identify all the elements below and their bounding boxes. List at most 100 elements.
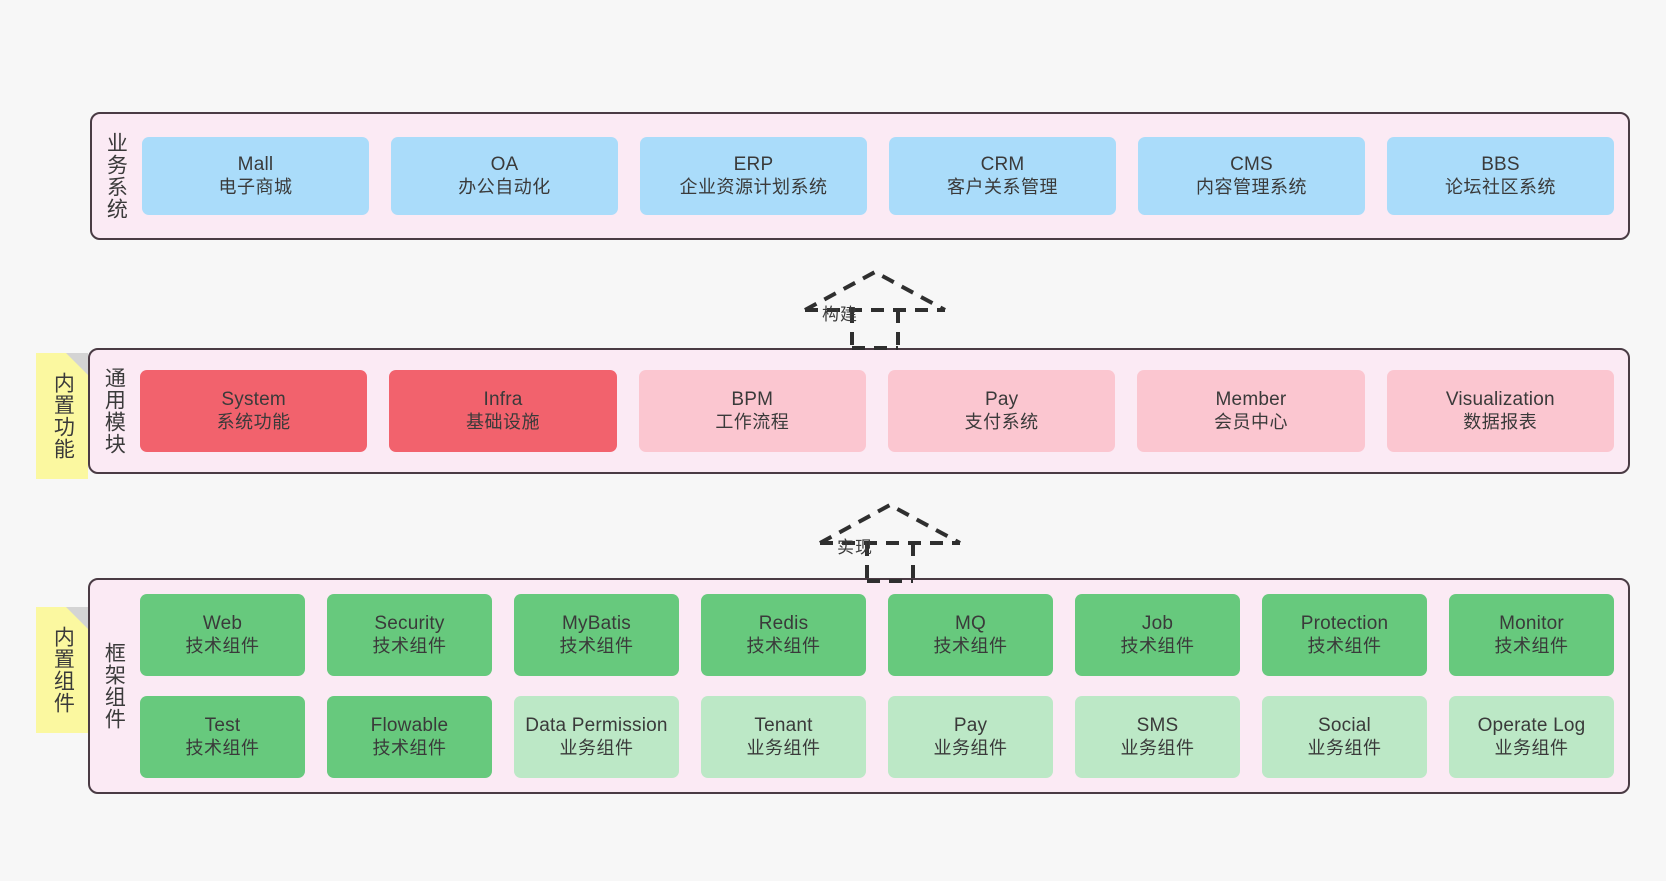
card-tenant[interactable]: Tenant 业务组件: [701, 696, 866, 778]
layer-title-business-systems: 业务系统: [104, 132, 128, 220]
connector-build: 构建: [760, 262, 950, 350]
card-mall[interactable]: Mall 电子商城: [142, 137, 369, 215]
build-arrow-icon: [804, 269, 946, 350]
card-pay-module[interactable]: Pay 支付系统: [887, 370, 1116, 452]
card-monitor[interactable]: Monitor 技术组件: [1449, 594, 1614, 676]
card-bpm-subtitle: 工作流程: [715, 411, 790, 432]
connector-implement-label: 实现: [837, 538, 873, 557]
card-protection-title: Protection: [1300, 613, 1389, 635]
card-redis-subtitle: 技术组件: [746, 635, 821, 656]
card-protection[interactable]: Protection 技术组件: [1262, 594, 1427, 676]
framework-components-row-2: Test 技术组件 Flowable 技术组件 Data Permission …: [140, 696, 1614, 778]
card-erp[interactable]: ERP 企业资源计划系统: [640, 137, 867, 215]
card-pay-module-title: Pay: [984, 389, 1019, 411]
card-member-subtitle: 会员中心: [1213, 411, 1288, 432]
card-test-subtitle: 技术组件: [185, 737, 260, 758]
card-visualization-subtitle: 数据报表: [1463, 411, 1538, 432]
card-mq-title: MQ: [954, 613, 986, 635]
card-data-permission[interactable]: Data Permission 业务组件: [514, 696, 679, 778]
card-bpm[interactable]: BPM 工作流程: [638, 370, 866, 452]
card-flowable-subtitle: 技术组件: [372, 737, 447, 758]
card-crm[interactable]: CRM 客户关系管理: [889, 137, 1116, 215]
card-test[interactable]: Test 技术组件: [140, 696, 305, 778]
card-operate-log-subtitle: 业务组件: [1494, 737, 1569, 758]
card-operate-log[interactable]: Operate Log 业务组件: [1449, 696, 1614, 778]
card-sms[interactable]: SMS 业务组件: [1075, 696, 1240, 778]
connector-build-label: 构建: [822, 305, 858, 324]
card-test-title: Test: [204, 715, 241, 737]
card-flowable[interactable]: Flowable 技术组件: [327, 696, 492, 778]
card-sms-subtitle: 业务组件: [1120, 737, 1195, 758]
card-infra[interactable]: Infra 基础设施: [389, 370, 617, 452]
card-visualization[interactable]: Visualization 数据报表: [1386, 370, 1614, 452]
card-data-permission-title: Data Permission: [525, 715, 668, 737]
card-crm-title: CRM: [980, 154, 1025, 176]
sticky-note-builtin-components-label: 内置组件: [51, 626, 75, 714]
card-monitor-subtitle: 技术组件: [1494, 635, 1569, 656]
card-job[interactable]: Job 技术组件: [1075, 594, 1240, 676]
sticky-note-builtin-features: 内置功能: [36, 353, 88, 479]
card-member[interactable]: Member 会员中心: [1137, 370, 1365, 452]
layer-title-common-modules: 通用模块: [102, 367, 126, 455]
card-redis[interactable]: Redis 技术组件: [701, 594, 866, 676]
card-job-subtitle: 技术组件: [1120, 635, 1195, 656]
card-mybatis-subtitle: 技术组件: [559, 635, 634, 656]
card-pay-component-subtitle: 业务组件: [933, 737, 1008, 758]
card-system-title: System: [221, 389, 286, 411]
card-visualization-title: Visualization: [1445, 389, 1555, 411]
card-mybatis[interactable]: MyBatis 技术组件: [514, 594, 679, 676]
card-web-subtitle: 技术组件: [185, 635, 260, 656]
card-bpm-title: BPM: [731, 389, 774, 411]
card-pay-module-subtitle: 支付系统: [964, 411, 1039, 432]
card-oa[interactable]: OA 办公自动化: [391, 137, 618, 215]
card-monitor-title: Monitor: [1499, 613, 1564, 635]
card-data-permission-subtitle: 业务组件: [559, 737, 634, 758]
sticky-note-builtin-features-label: 内置功能: [51, 372, 75, 460]
card-job-title: Job: [1141, 613, 1174, 635]
card-erp-subtitle: 企业资源计划系统: [679, 176, 828, 197]
card-system-subtitle: 系统功能: [216, 411, 291, 432]
sticky-note-builtin-components: 内置组件: [36, 607, 88, 733]
card-cms-subtitle: 内容管理系统: [1196, 176, 1307, 197]
card-bbs-subtitle: 论坛社区系统: [1445, 176, 1556, 197]
card-web-title: Web: [202, 613, 243, 635]
card-redis-title: Redis: [758, 613, 809, 635]
card-bbs[interactable]: BBS 论坛社区系统: [1387, 137, 1614, 215]
card-erp-title: ERP: [733, 154, 774, 176]
card-cms-title: CMS: [1230, 154, 1273, 176]
framework-components-row-1: Web 技术组件 Security 技术组件 MyBatis 技术组件 Redi…: [140, 594, 1614, 676]
card-operate-log-title: Operate Log: [1477, 715, 1586, 737]
card-protection-subtitle: 技术组件: [1307, 635, 1382, 656]
card-tenant-title: Tenant: [754, 715, 813, 737]
card-mall-title: Mall: [237, 154, 274, 176]
card-sms-title: SMS: [1136, 715, 1179, 737]
card-crm-subtitle: 客户关系管理: [947, 176, 1058, 197]
card-mq[interactable]: MQ 技术组件: [888, 594, 1053, 676]
card-social[interactable]: Social 业务组件: [1262, 696, 1427, 778]
card-social-title: Social: [1318, 715, 1371, 737]
layer-title-framework-components: 框架组件: [102, 642, 126, 730]
common-modules-row: System 系统功能 Infra 基础设施 BPM 工作流程 Pay 支付系统…: [140, 370, 1614, 452]
card-pay-component-title: Pay: [953, 715, 988, 737]
card-pay-component[interactable]: Pay 业务组件: [888, 696, 1053, 778]
layer-business-systems: 业务系统 Mall 电子商城 OA 办公自动化 ERP 企业资源计划系统 CRM: [90, 112, 1630, 240]
card-cms[interactable]: CMS 内容管理系统: [1138, 137, 1365, 215]
card-security-subtitle: 技术组件: [372, 635, 447, 656]
connector-implement: 实现: [775, 495, 965, 583]
card-web[interactable]: Web 技术组件: [140, 594, 305, 676]
card-oa-title: OA: [490, 154, 519, 176]
implement-arrow-icon: [819, 502, 961, 583]
layer-common-modules: 通用模块 System 系统功能 Infra 基础设施 BPM 工作流程 Pay: [88, 348, 1630, 474]
card-mall-subtitle: 电子商城: [218, 176, 293, 197]
card-system[interactable]: System 系统功能: [140, 370, 368, 452]
card-flowable-title: Flowable: [370, 715, 449, 737]
card-security-title: Security: [374, 613, 445, 635]
card-infra-subtitle: 基础设施: [465, 411, 540, 432]
card-bbs-title: BBS: [1481, 154, 1520, 176]
card-security[interactable]: Security 技术组件: [327, 594, 492, 676]
card-tenant-subtitle: 业务组件: [746, 737, 821, 758]
card-mybatis-title: MyBatis: [562, 613, 631, 635]
layer-framework-components: 框架组件 Web 技术组件 Security 技术组件 MyBatis 技术组件…: [88, 578, 1630, 794]
card-mq-subtitle: 技术组件: [933, 635, 1008, 656]
